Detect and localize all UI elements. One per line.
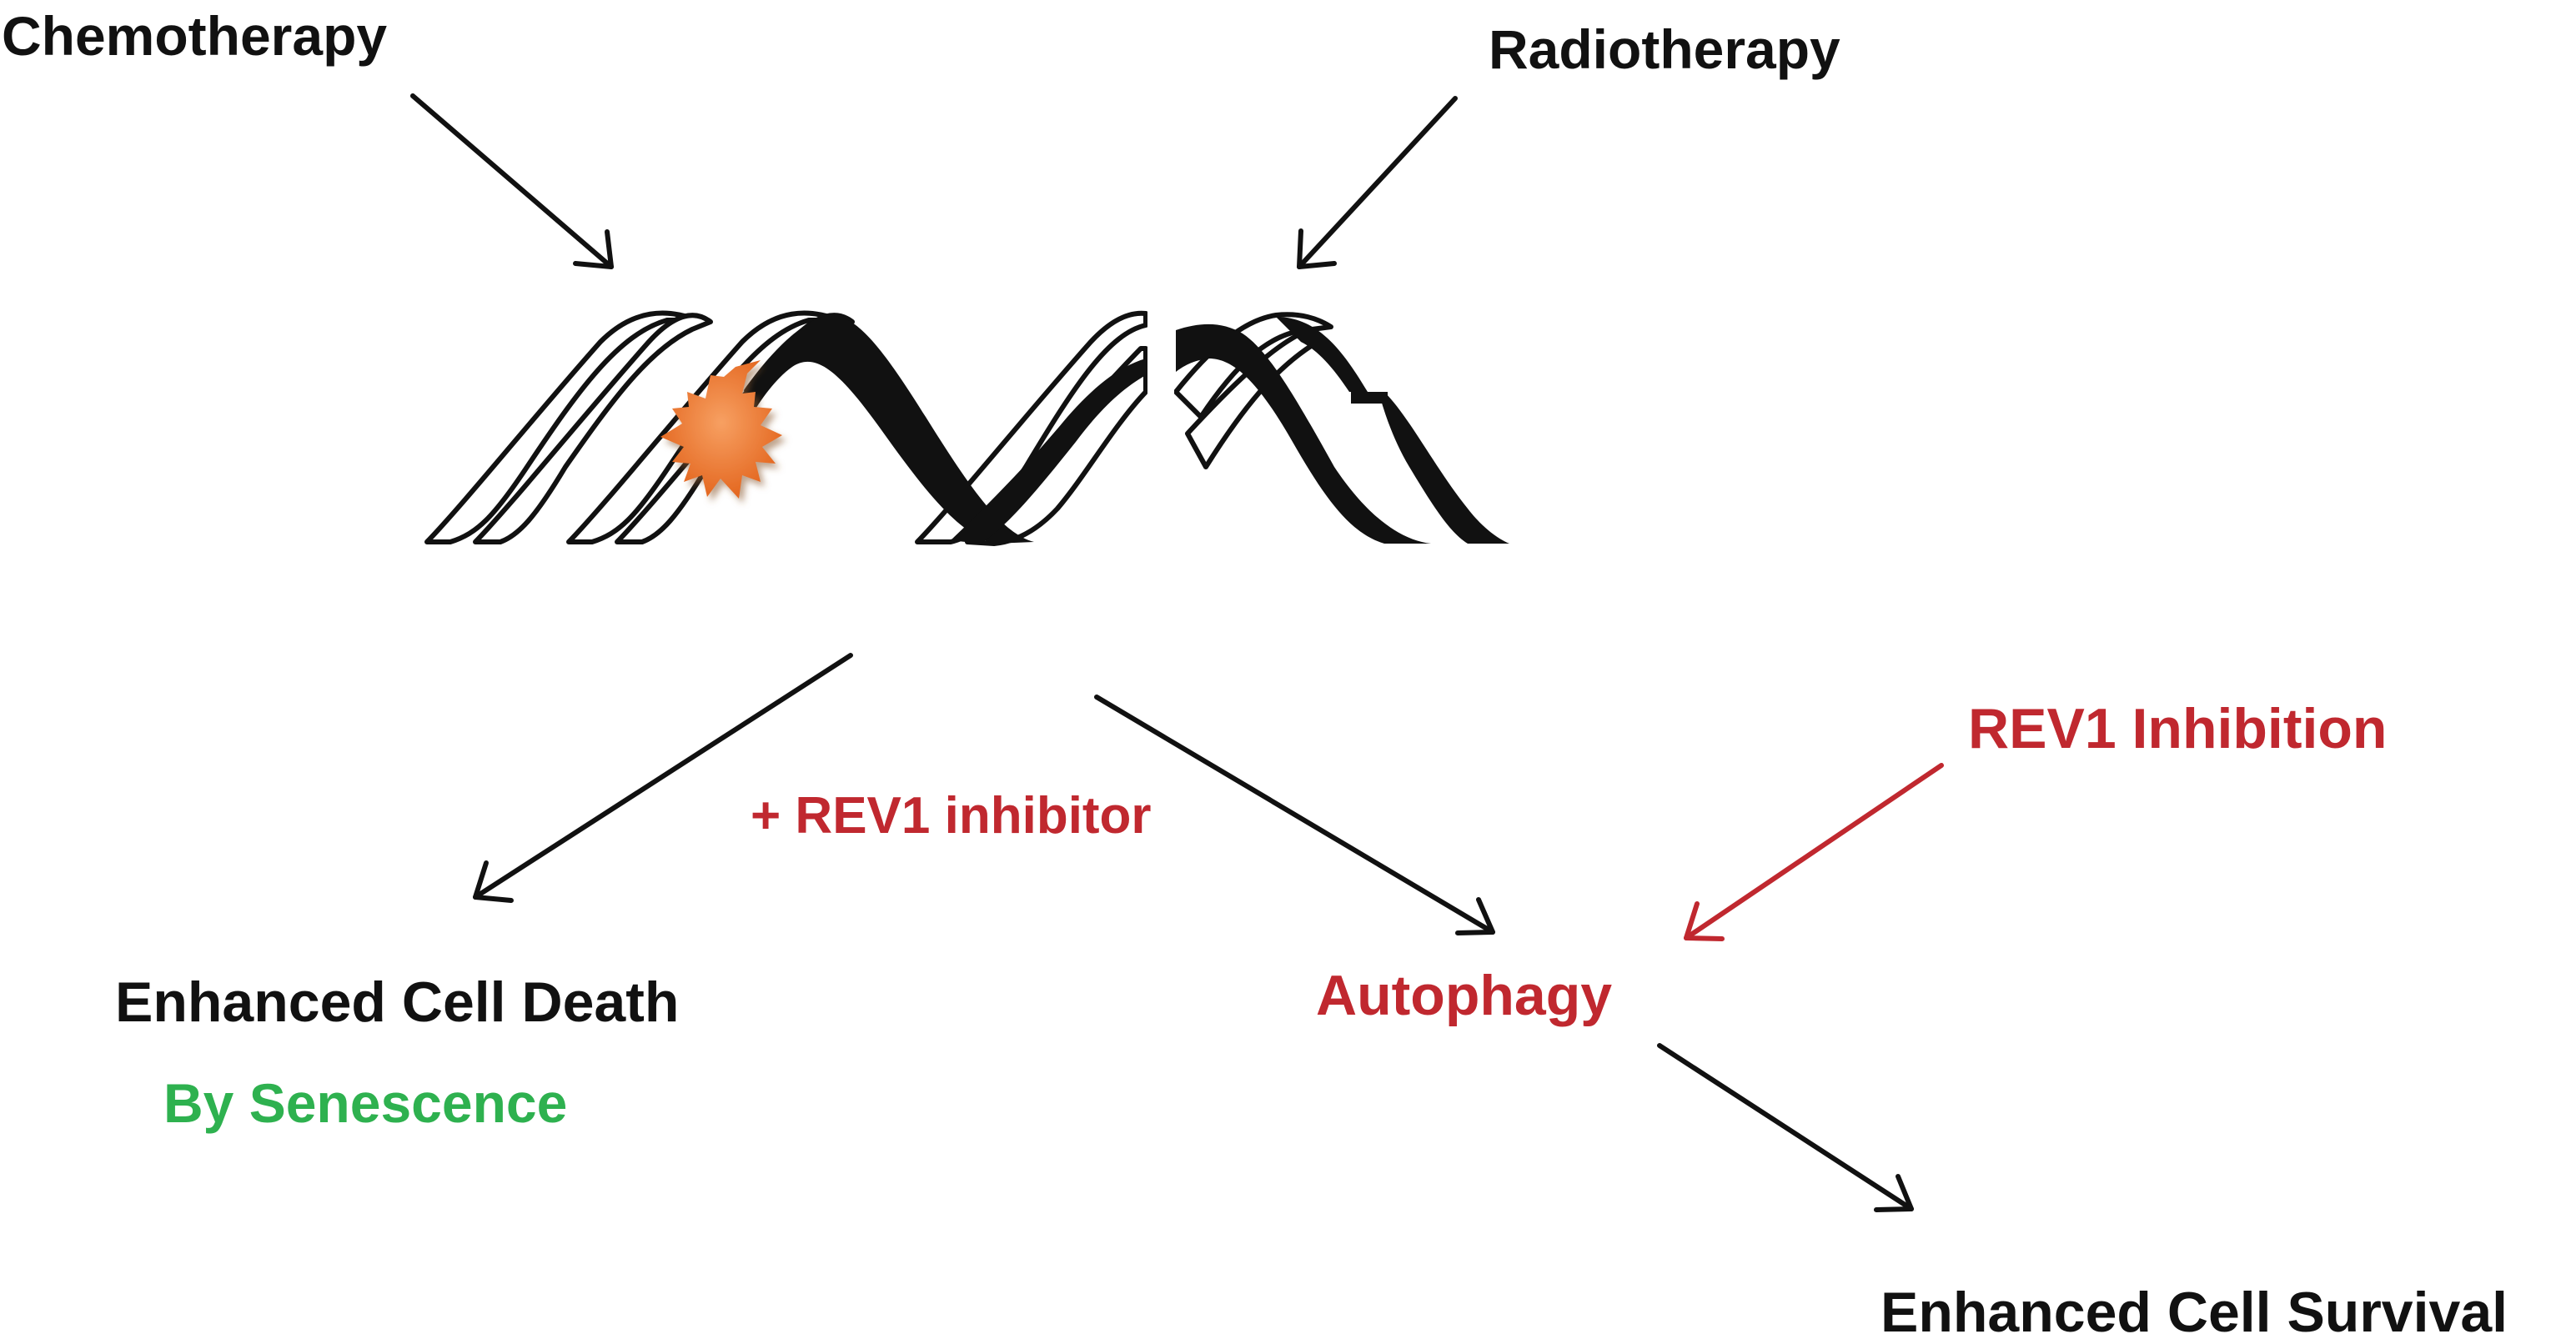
rev1-inhibition-arrow xyxy=(1684,763,1944,941)
black-arrows xyxy=(410,93,1914,1212)
rev1-inhibitor-label: + REV1 inhibitor xyxy=(751,787,1152,845)
autophagy-label: Autophagy xyxy=(1316,964,1613,1027)
radiotherapy-label: Radiotherapy xyxy=(1489,18,1840,80)
dna-damage-starburst-icon xyxy=(660,360,782,499)
chemotherapy-arrow xyxy=(410,93,614,269)
by-senescence-label: By Senescence xyxy=(163,1072,568,1134)
arrow-to-cell-death xyxy=(473,653,853,903)
dna-double-helix-icon xyxy=(424,300,1509,550)
enhanced-cell-death-label: Enhanced Cell Death xyxy=(115,970,680,1034)
rev1-inhibition-label: REV1 Inhibition xyxy=(1968,697,2388,760)
dna-solid-strands xyxy=(744,314,1509,544)
radiotherapy-arrow xyxy=(1297,96,1458,269)
enhanced-cell-survival-label: Enhanced Cell Survival xyxy=(1881,1281,2508,1344)
dna-break-gap xyxy=(1147,300,1174,550)
arrow-to-cell-survival xyxy=(1657,1043,1914,1212)
chemotherapy-label: Chemotherapy xyxy=(2,5,388,67)
arrow-to-autophagy xyxy=(1094,695,1495,935)
